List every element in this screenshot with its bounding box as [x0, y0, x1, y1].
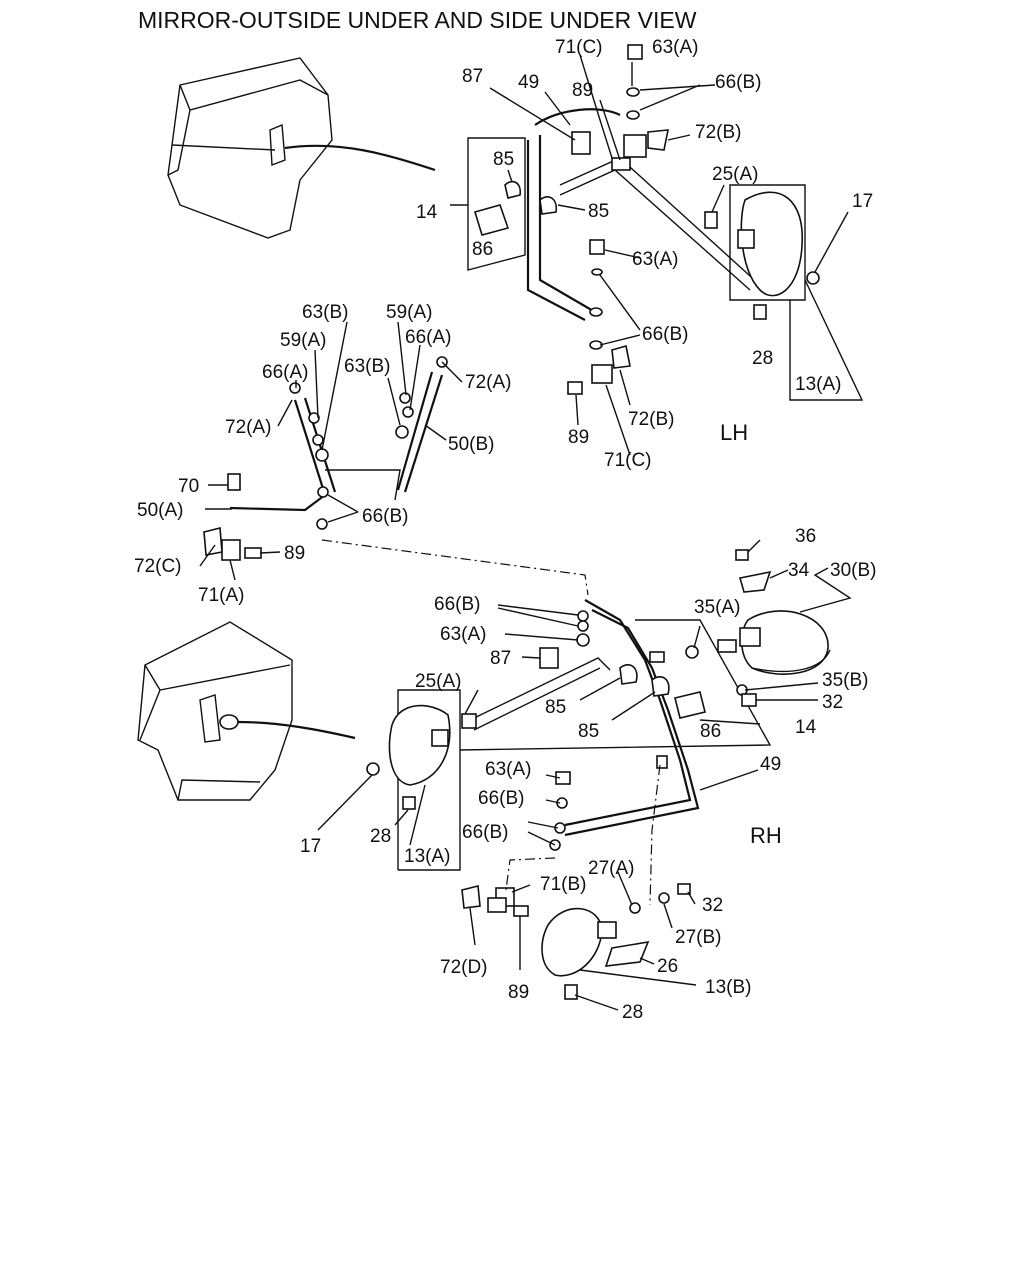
label-14-top: 14 — [416, 202, 438, 223]
side-label-rh: RH — [750, 823, 782, 848]
label-49-rh: 49 — [760, 754, 781, 775]
label-85-c: 85 — [545, 697, 566, 718]
label-66b-top: 66(B) — [715, 72, 761, 93]
label-66b-mid: 66(B) — [642, 324, 688, 345]
label-87-top: 87 — [462, 66, 483, 87]
label-63a-top: 63(A) — [652, 37, 698, 58]
label-13a-top: 13(A) — [795, 374, 841, 395]
label-34: 34 — [788, 560, 810, 581]
brace-rod-assembly — [199, 321, 589, 596]
label-13b: 13(B) — [705, 977, 751, 998]
label-25a-top: 25(A) — [712, 164, 758, 185]
label-27a: 27(A) — [588, 858, 634, 879]
label-28-rh2: 28 — [622, 1002, 643, 1023]
label-14-rh: 14 — [795, 717, 817, 738]
label-35b: 35(B) — [822, 670, 868, 691]
label-63b-a: 63(B) — [302, 302, 348, 323]
part-87-block — [571, 131, 591, 155]
label-72d: 72(D) — [440, 957, 488, 978]
label-59a-a: 59(A) — [280, 330, 326, 351]
label-63b-b: 63(B) — [344, 356, 390, 377]
label-63a-rh2: 63(A) — [485, 759, 531, 780]
label-72b-mid: 72(B) — [628, 409, 674, 430]
diagram-title: MIRROR-OUTSIDE UNDER AND SIDE UNDER VIEW — [138, 7, 697, 33]
label-59a-b: 59(A) — [386, 302, 432, 323]
label-66b-left: 66(B) — [362, 506, 408, 527]
label-89-mid: 89 — [568, 427, 589, 448]
label-13a-rh: 13(A) — [404, 846, 450, 867]
label-87-rh: 87 — [490, 648, 511, 669]
label-72a-a: 72(A) — [225, 417, 271, 438]
label-17-rh: 17 — [300, 836, 321, 857]
callout-labels: 71(C) 63(A) 87 49 89 66(B) 72(B) 85 25(A… — [134, 37, 876, 1023]
label-66a-b: 66(A) — [405, 327, 451, 348]
label-50b: 50(B) — [448, 434, 494, 455]
label-50a: 50(A) — [137, 500, 183, 521]
label-66b-rh2: 66(B) — [478, 788, 524, 809]
label-32-a: 32 — [822, 692, 843, 713]
label-72a-b: 72(A) — [465, 372, 511, 393]
label-71c-top: 71(C) — [555, 37, 603, 58]
label-63a-mid: 63(A) — [632, 249, 678, 270]
label-66b-rh: 66(B) — [434, 594, 480, 615]
truck-cab-lh-illustration — [167, 57, 436, 239]
label-72c: 72(C) — [134, 556, 182, 577]
label-27b: 27(B) — [675, 927, 721, 948]
label-85-b: 85 — [588, 201, 609, 222]
label-86-top: 86 — [472, 239, 493, 260]
label-89-top: 89 — [572, 80, 593, 101]
label-86-rh: 86 — [700, 721, 721, 742]
label-89-rh: 89 — [508, 982, 529, 1003]
label-35a: 35(A) — [694, 597, 740, 618]
label-36: 36 — [795, 526, 816, 547]
truck-cab-rh-illustration — [137, 621, 356, 801]
label-71c-mid: 71(C) — [604, 450, 652, 471]
label-70: 70 — [178, 476, 199, 497]
label-28-top: 28 — [752, 348, 773, 369]
label-26: 26 — [657, 956, 678, 977]
label-63a-rh: 63(A) — [440, 624, 486, 645]
label-71b: 71(B) — [540, 874, 586, 895]
label-89-left: 89 — [284, 543, 305, 564]
label-72b-top: 72(B) — [695, 122, 741, 143]
label-25a-rh: 25(A) — [415, 671, 461, 692]
label-30b: 30(B) — [830, 560, 876, 581]
label-66a-a: 66(A) — [262, 362, 308, 383]
label-71a: 71(A) — [198, 585, 244, 606]
label-17-top: 17 — [852, 191, 873, 212]
lh-mirror-assembly — [450, 44, 864, 456]
label-66b-rh3: 66(B) — [462, 822, 508, 843]
label-49-top: 49 — [518, 72, 539, 93]
side-label-lh: LH — [720, 420, 748, 445]
label-28-rh: 28 — [370, 826, 391, 847]
label-85-d: 85 — [578, 721, 599, 742]
rh-mirror-assembly — [317, 539, 852, 1011]
label-85-a: 85 — [493, 149, 514, 170]
label-32-b: 32 — [702, 895, 723, 916]
